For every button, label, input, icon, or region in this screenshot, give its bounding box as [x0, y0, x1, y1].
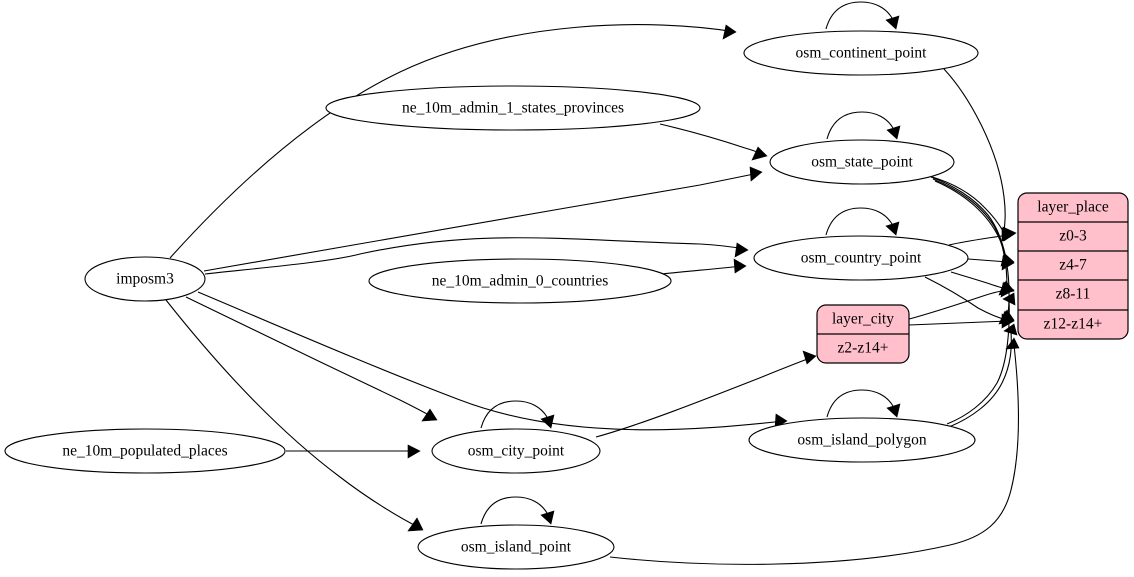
node-label-osm_country_point: osm_country_point — [801, 250, 922, 267]
edge-osm_state_point-to-layer_place-z0-3 — [928, 175, 1015, 242]
node-label-imposm3: imposm3 — [116, 271, 174, 288]
node-label-ne_10m_admin_1_states_provinces: ne_10m_admin_1_states_provinces — [402, 100, 624, 117]
edge-osm_island_point-to-layer_place-z12-z14+ — [609, 337, 1020, 565]
edge-imposm3-to-osm_island_point — [165, 299, 424, 532]
edge-self-osm_continent_point — [825, 1, 900, 30]
edge-imposm3-to-osm_country_point — [204, 237, 749, 275]
node-label-osm_city_point: osm_city_point — [468, 443, 565, 460]
record-row-layer_place-title: layer_place — [1037, 199, 1109, 216]
record-row-layer_place-z12-z14plus[interactable]: z12-z14+ — [1044, 316, 1103, 333]
node-osm_island_point[interactable]: osm_island_point — [417, 524, 615, 570]
edge-osm_island_polygon-to-layer_place-z12-z14+ — [948, 323, 1018, 428]
node-label-osm_island_point: osm_island_point — [461, 539, 572, 556]
edge-imposm3-to-osm_state_point — [203, 166, 763, 272]
node-osm_state_point[interactable]: osm_state_point — [769, 139, 955, 185]
edge-layer — [165, 1, 1020, 565]
edge-self-osm_state_point — [826, 111, 901, 140]
node-layer: imposm3 ne_10m_admin_1_states_provinces … — [4, 30, 979, 570]
record-layer_city[interactable]: layer_city z2-z14+ — [816, 304, 910, 364]
node-ne_10m_admin_1_states_provinces[interactable]: ne_10m_admin_1_states_provinces — [325, 85, 701, 131]
edge-self-osm_island_point — [480, 496, 555, 525]
record-row-layer_city-title: layer_city — [832, 311, 894, 328]
node-osm_island_polygon[interactable]: osm_island_polygon — [748, 417, 976, 463]
edge-ne_10m_admin_1_states_provinces-to-osm_state_point — [659, 123, 768, 161]
node-label-ne_10m_admin_0_countries: ne_10m_admin_0_countries — [432, 273, 609, 290]
edge-osm_country_point-to-layer_place-z0-3 — [948, 227, 1015, 246]
edge-imposm3-to-osm_city_point — [185, 296, 438, 422]
record-row-layer_place-z0-3[interactable]: z0-3 — [1059, 228, 1087, 245]
record-row-layer_place-z8-11[interactable]: z8-11 — [1056, 286, 1091, 303]
edge-self-osm_country_point — [825, 207, 900, 236]
node-label-osm_island_polygon: osm_island_polygon — [797, 432, 926, 449]
node-imposm3[interactable]: imposm3 — [84, 256, 206, 302]
node-label-osm_continent_point: osm_continent_point — [796, 45, 928, 62]
node-label-ne_10m_populated_places: ne_10m_populated_places — [62, 443, 227, 460]
record-row-layer_city-z2-z14plus[interactable]: z2-z14+ — [838, 340, 889, 357]
node-label-osm_state_point: osm_state_point — [811, 154, 913, 171]
edge-ne_10m_admin_0_countries-to-osm_country_point — [661, 258, 747, 275]
edge-imposm3-to-osm_continent_point — [169, 24, 737, 259]
node-ne_10m_admin_0_countries[interactable]: ne_10m_admin_0_countries — [368, 258, 672, 304]
edge-layer_city-to-layer_place-z8-11 — [908, 282, 1015, 320]
edge-osm_continent_point-to-layer_place-z0-3 — [943, 68, 1017, 242]
edge-ne_10m_populated_places-to-osm_city_point — [286, 444, 421, 459]
edge-self-osm_city_point — [480, 400, 555, 429]
edge-osm_island_polygon-to-layer_place-z8-11 — [946, 292, 1016, 425]
node-osm_city_point[interactable]: osm_city_point — [431, 428, 601, 474]
node-osm_continent_point[interactable]: osm_continent_point — [743, 30, 979, 76]
record-row-layer_place-z4-7[interactable]: z4-7 — [1059, 257, 1087, 274]
record-layer_place[interactable]: layer_place z0-3 z4-7 z8-11 z12-z14+ — [1017, 192, 1129, 340]
edge-self-osm_island_polygon — [826, 389, 901, 418]
record-layer: layer_place z0-3 z4-7 z8-11 z12-z14+ lay… — [816, 192, 1129, 364]
edge-osm_city_point-to-layer_city-z2-z14+ — [595, 350, 817, 438]
edge-layer_city-to-layer_place-z12-z14+ — [908, 313, 1015, 329]
node-osm_country_point[interactable]: osm_country_point — [753, 235, 969, 281]
edge-osm_country_point-to-layer_place-z4-7 — [967, 255, 1015, 271]
node-ne_10m_populated_places[interactable]: ne_10m_populated_places — [4, 428, 286, 474]
